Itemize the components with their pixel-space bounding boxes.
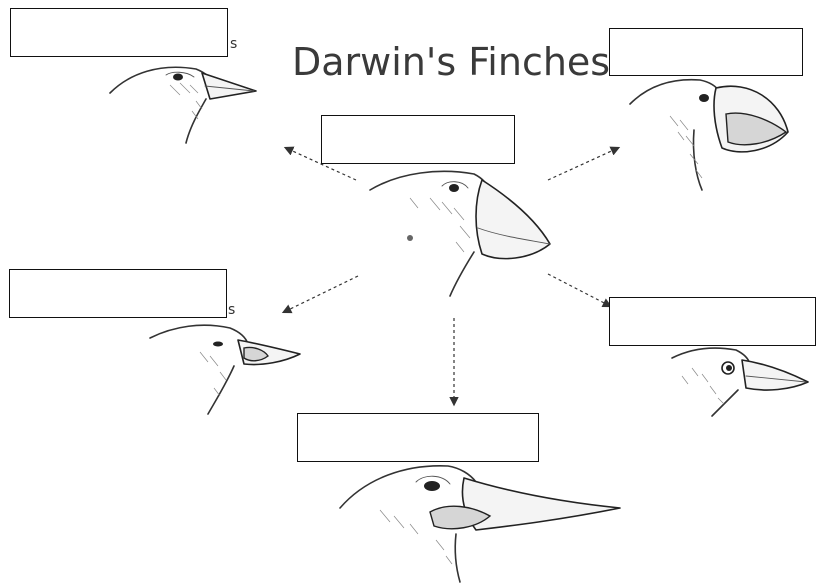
arrow-mid-left: [284, 276, 358, 312]
label-box-top-left[interactable]: [10, 8, 228, 57]
arrow-top-right: [548, 148, 618, 180]
label-box-bottom[interactable]: [297, 413, 539, 462]
finch-top-right: [630, 80, 788, 190]
page-title: Darwin's Finches: [292, 40, 610, 84]
partial-label-text: s: [230, 36, 237, 52]
label-box-top-right[interactable]: [609, 28, 803, 76]
label-box-mid-right[interactable]: [609, 297, 816, 346]
label-box-center[interactable]: [321, 115, 515, 164]
finch-top-left: [110, 67, 256, 143]
finch-bottom: [340, 466, 620, 582]
finch-mid-right: [672, 348, 808, 416]
arrow-mid-right: [548, 274, 610, 306]
label-box-mid-left[interactable]: [9, 269, 227, 318]
partial-label-text: s: [228, 302, 235, 318]
finch-center: [370, 171, 550, 296]
finch-mid-left: [150, 325, 300, 414]
